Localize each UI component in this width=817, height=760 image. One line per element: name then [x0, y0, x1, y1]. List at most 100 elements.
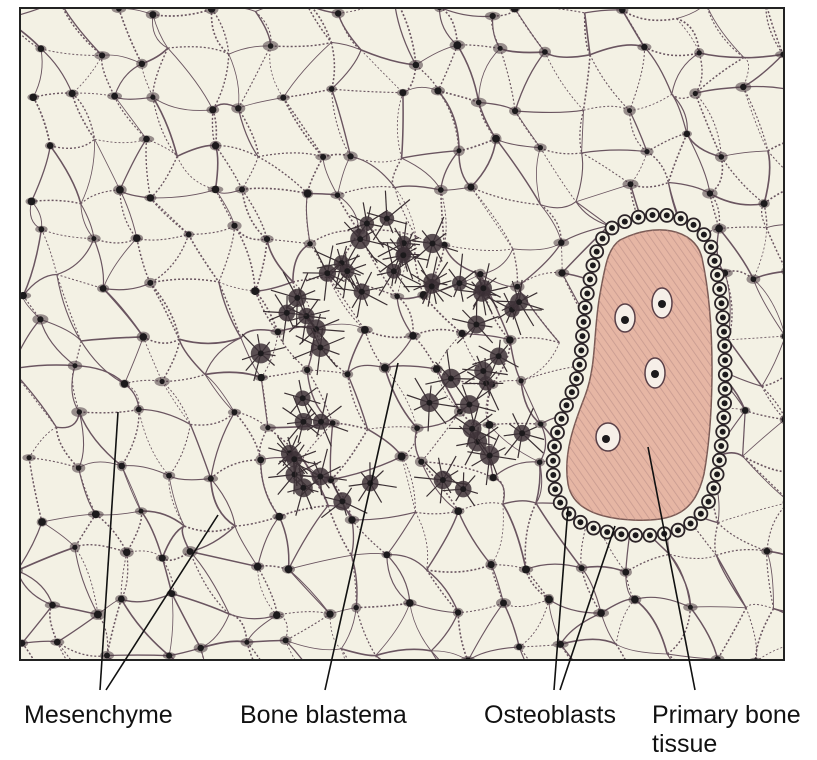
cell-nucleus — [198, 645, 204, 651]
primary-bone-tissue-label-line1: Primary bone — [652, 701, 801, 729]
cell-nucleus — [38, 45, 45, 52]
cell-nucleus — [38, 518, 46, 526]
cell-nucleus — [140, 333, 148, 341]
cell-nucleus — [326, 610, 333, 617]
mesenchymal-cell-body — [11, 566, 23, 575]
blastema-cell-nucleus — [339, 498, 345, 504]
cell-nucleus — [512, 108, 518, 114]
cell-nucleus — [307, 241, 312, 246]
osteoblast-nucleus — [618, 531, 624, 537]
blastema-cell-nucleus — [448, 376, 454, 382]
cell-nucleus — [641, 44, 647, 50]
mesenchymal-cell-body — [781, 267, 793, 276]
cell-nucleus — [275, 513, 283, 521]
cell-nucleus — [212, 186, 220, 194]
cell-nucleus — [381, 364, 389, 372]
cell-nucleus — [693, 91, 698, 96]
cell-process — [394, 0, 440, 7]
cell-nucleus — [395, 294, 400, 299]
cell-nucleus — [787, 499, 794, 506]
cell-nucleus — [208, 5, 215, 12]
blastema-cell-nucleus — [344, 268, 350, 274]
cell-nucleus — [457, 148, 462, 153]
mesenchymal-cell-body — [687, 683, 698, 690]
osteoblast-nucleus — [701, 232, 707, 238]
blastema-cell-nucleus — [460, 486, 466, 492]
osteoblast-nucleus — [714, 471, 720, 477]
cell-nucleus — [280, 95, 286, 101]
mesenchymal-cell-body — [0, 15, 10, 22]
osteoblast-nucleus — [722, 357, 728, 363]
cell-nucleus — [27, 455, 32, 460]
cell-nucleus — [628, 181, 634, 187]
cell-nucleus — [99, 52, 105, 58]
cell-nucleus — [348, 516, 355, 523]
cell-nucleus — [579, 565, 585, 571]
blastema-cell-nucleus — [303, 313, 309, 319]
cell-process — [785, 336, 793, 368]
cell-nucleus — [597, 609, 605, 617]
cell-process — [756, 662, 790, 703]
cell-process — [792, 369, 817, 427]
cell-nucleus — [789, 0, 795, 6]
cell-nucleus — [383, 551, 390, 558]
blastema-cell-nucleus — [487, 453, 493, 459]
cell-nucleus — [160, 379, 165, 384]
mesenchymal-cell-body — [299, 0, 312, 7]
cell-nucleus — [150, 95, 155, 100]
cell-process — [783, 54, 817, 59]
cell-nucleus — [684, 131, 690, 137]
cell-nucleus — [268, 43, 274, 49]
histology-panel — [0, 0, 817, 714]
blastema-cell-nucleus — [430, 241, 436, 247]
osteoblast-nucleus — [722, 386, 728, 392]
cell-nucleus — [91, 236, 96, 241]
cell-nucleus — [303, 0, 308, 4]
cell-nucleus — [538, 421, 543, 426]
cell-nucleus — [455, 609, 461, 615]
cell-nucleus — [28, 198, 36, 206]
cell-nucleus — [627, 108, 632, 113]
osteoblast-nucleus — [664, 212, 670, 218]
cell-nucleus — [558, 240, 564, 246]
blastema-cell-nucleus — [284, 310, 290, 316]
osteoblast-nucleus — [581, 319, 587, 325]
cell-nucleus — [239, 187, 245, 193]
cell-nucleus — [104, 653, 110, 659]
cell-nucleus — [805, 640, 810, 645]
cell-process — [785, 420, 790, 472]
cell-nucleus — [257, 457, 264, 464]
cell-nucleus — [506, 336, 514, 344]
cell-nucleus — [186, 232, 192, 238]
cell-nucleus — [406, 599, 414, 607]
osteoblast-nucleus — [587, 276, 593, 282]
blastema-cell-nucleus — [294, 295, 300, 301]
cell-process — [107, 656, 149, 693]
cell-nucleus — [398, 453, 406, 461]
osteoblast-nucleus — [574, 376, 580, 382]
cell-nucleus — [454, 507, 462, 515]
mesenchymal-cell-body — [638, 698, 651, 708]
blastema-cell-nucleus — [317, 345, 323, 351]
cell-nucleus — [763, 1, 769, 7]
bone-blastema-label: Bone blastema — [240, 701, 407, 729]
cell-nucleus — [354, 605, 359, 610]
cell-process — [792, 338, 817, 369]
osteoblast-nucleus — [722, 343, 728, 349]
cell-nucleus — [798, 181, 804, 187]
cell-process — [808, 610, 817, 643]
cell-process — [806, 59, 817, 93]
cell-nucleus — [251, 287, 259, 295]
osteoblast-nucleus — [577, 519, 583, 525]
osteoblast-nucleus — [564, 402, 570, 408]
cell-nucleus — [264, 236, 270, 242]
cell-process — [357, 690, 419, 700]
cell-process — [107, 655, 169, 656]
cell-nucleus — [192, 682, 200, 690]
cell-nucleus — [49, 602, 56, 609]
cell-nucleus — [1, 15, 9, 23]
cell-process — [101, 693, 149, 701]
mesenchyme-label: Mesenchyme — [24, 701, 173, 729]
cell-nucleus — [809, 222, 816, 229]
osteoblast-nucleus — [716, 457, 722, 463]
